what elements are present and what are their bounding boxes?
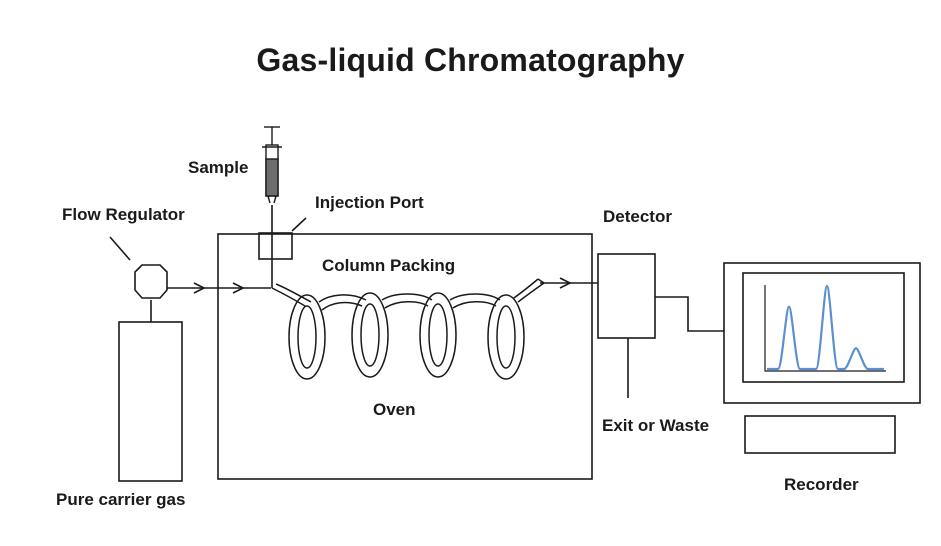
column-coil [271, 278, 545, 380]
label-flow-regulator: Flow Regulator [62, 205, 185, 224]
label-pure-carrier-gas: Pure carrier gas [56, 490, 186, 509]
recorder-keyboard [744, 415, 896, 454]
syringe [262, 126, 282, 204]
flow-regulator-valve [134, 264, 168, 299]
label-recorder: Recorder [784, 475, 859, 494]
label-oven: Oven [373, 400, 416, 419]
label-exit-or-waste: Exit or Waste [602, 416, 710, 435]
injection-port-pointer [291, 217, 307, 232]
flow-arrow-2 [232, 282, 245, 294]
label-detector: Detector [603, 207, 672, 226]
gas-cylinder [118, 321, 183, 482]
label-sample: Sample [188, 158, 249, 177]
detector-box [597, 253, 656, 339]
flow-arrow-3 [559, 277, 572, 289]
chromatogram-trace [767, 284, 884, 371]
diagram-title: Gas-liquid Chromatography [256, 42, 685, 78]
oven-box [217, 233, 593, 480]
label-column-packing: Column Packing [322, 256, 456, 275]
flow-arrow-1 [193, 282, 206, 294]
signal-cable [655, 296, 724, 332]
recorder-screen [742, 272, 905, 383]
injection-port [258, 232, 293, 260]
chromatogram-axes [764, 285, 886, 372]
flow-regulator-pointer [109, 236, 131, 261]
label-injection-port: Injection Port [315, 193, 424, 212]
recorder-monitor [723, 262, 921, 404]
